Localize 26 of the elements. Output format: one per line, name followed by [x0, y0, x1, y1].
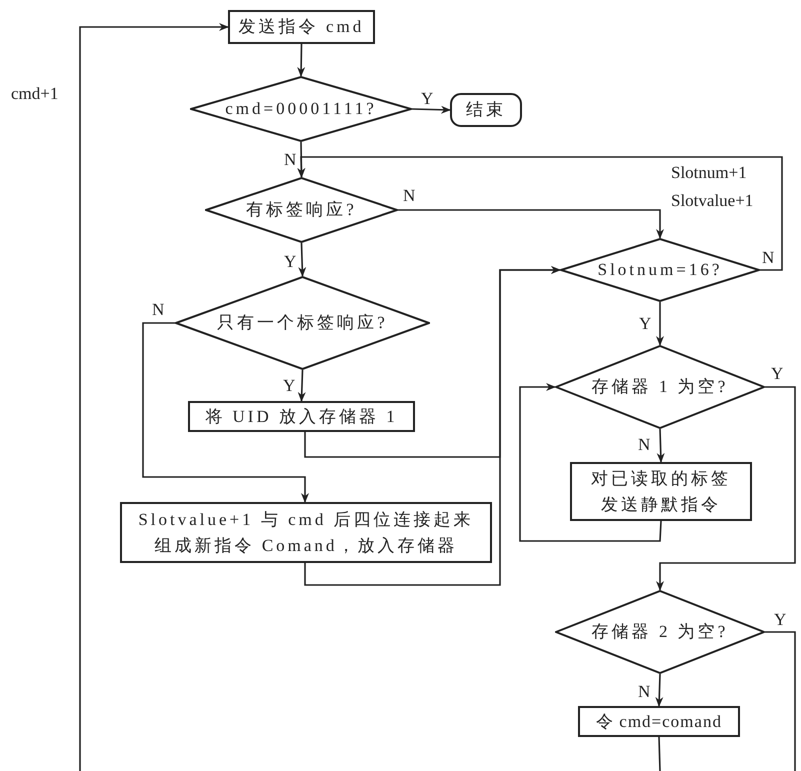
arrow — [656, 428, 665, 463]
process-box: Slotvalue+1 与 cmd 后四位连接起来组成新指令 Comand，放入存储器 — [120, 502, 492, 563]
arrow — [655, 674, 664, 707]
decision-diamond: 有标签响应? — [205, 177, 398, 243]
arrow — [79, 23, 229, 771]
decision-diamond: 只有一个标签响应? — [175, 276, 430, 370]
arrow — [304, 266, 561, 586]
arrow — [656, 386, 796, 591]
decision-diamond: Slotnum=16? — [560, 238, 760, 302]
decision-diamond: 存储器 1 为空? — [555, 345, 765, 429]
arrow — [298, 242, 306, 277]
process-box: 对已读取的标签发送静默指令 — [570, 462, 752, 521]
arrow — [412, 106, 451, 114]
arrow — [297, 156, 783, 271]
arrow — [297, 44, 306, 77]
terminal-box: 结束 — [450, 93, 522, 127]
arrow — [298, 370, 306, 402]
arrow — [142, 322, 309, 503]
arrow — [398, 209, 664, 239]
decision-diamond: 存储器 2 为空? — [555, 590, 765, 674]
process-box: 将 UID 放入存储器 1 — [188, 401, 415, 432]
decision-diamond: cmd=00001111? — [190, 76, 412, 142]
arrow — [656, 302, 664, 346]
arrow — [519, 383, 662, 542]
process-box: 发送指令 cmd — [228, 10, 375, 44]
process-box: 令 cmd=comand — [578, 706, 740, 737]
